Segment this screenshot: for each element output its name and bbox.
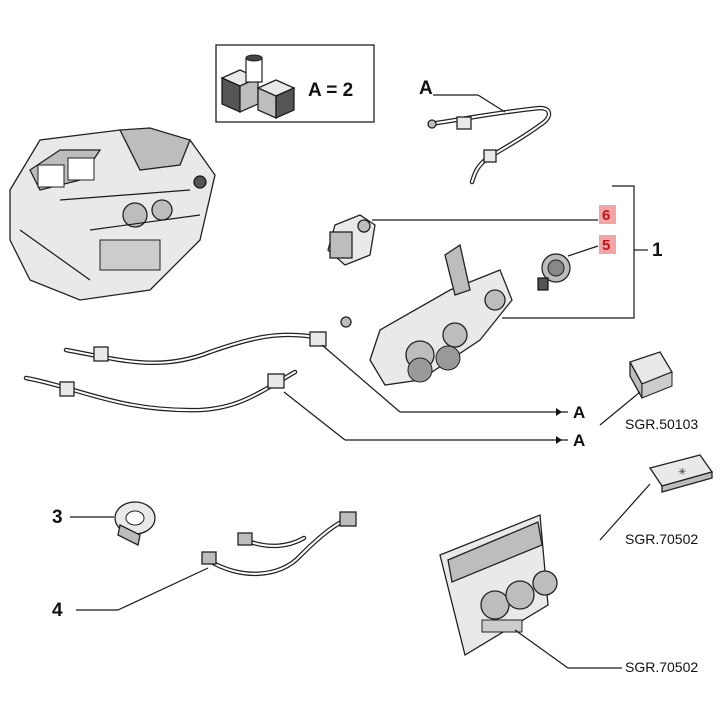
highlight-5: [599, 235, 616, 254]
callout-6: 6: [602, 207, 610, 224]
heater-housing: [9, 127, 216, 301]
kit-boxes-icon: [220, 54, 296, 120]
switch-part: ✳: [599, 454, 714, 541]
highlight-6: [599, 205, 616, 224]
control-mechanism: [369, 243, 513, 386]
callout-a-low: A: [573, 431, 585, 450]
ref-sgr-70502-b: SGR.70502: [625, 659, 698, 675]
svg-text:✳: ✳: [678, 467, 686, 478]
callout-5: 5: [602, 237, 610, 254]
callout-a-top: A: [419, 78, 433, 99]
part-4-harness: [76, 511, 357, 611]
callout-4: 4: [52, 600, 63, 621]
part-3-nozzle: [70, 501, 156, 546]
cable-a-top: [427, 94, 552, 185]
legend-text: A = 2: [308, 80, 353, 101]
bracket-1: [502, 185, 635, 319]
button-part: [599, 351, 673, 426]
callout-a-mid: A: [573, 403, 585, 422]
control-panel-front: [439, 514, 622, 669]
cable-a-low: [23, 369, 568, 441]
ref-sgr-70502-a: SGR.70502: [625, 531, 698, 547]
cable-a-mid: [63, 316, 568, 413]
part-6-connector: [327, 214, 598, 266]
callout-1: 1: [652, 240, 663, 261]
callout-3: 3: [52, 507, 63, 528]
ref-sgr-50103: SGR.50103: [625, 416, 698, 432]
part-5-knob: [537, 245, 599, 291]
legend-box: A = 2: [215, 44, 375, 123]
